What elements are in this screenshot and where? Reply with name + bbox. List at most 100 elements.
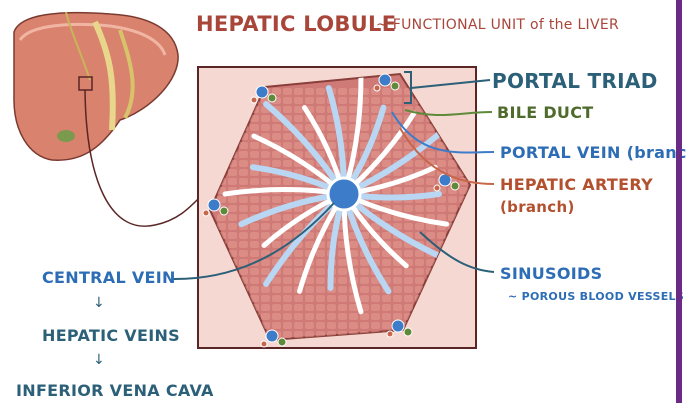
label-hepatic-veins: HEPATIC VEINS xyxy=(42,326,180,345)
portal-triad-vessel xyxy=(374,85,380,91)
hepatocyte-cell xyxy=(228,241,237,248)
hepatocyte-cell xyxy=(382,232,391,239)
hepatocyte-cell xyxy=(382,97,391,104)
hepatocyte-cell xyxy=(382,304,391,311)
hepatocyte-cell xyxy=(371,106,380,113)
hepatocyte-cell xyxy=(393,286,402,293)
hepatocyte-cell xyxy=(448,205,457,212)
hepatocyte-cell xyxy=(250,196,259,203)
hepatocyte-cell xyxy=(360,133,369,140)
hepatocyte-cell xyxy=(338,313,347,320)
hepatocyte-cell xyxy=(283,295,292,302)
hepatocyte-cell xyxy=(327,295,336,302)
hepatocyte-cell xyxy=(283,106,292,113)
hepatocyte-cell xyxy=(415,124,424,131)
hepatocyte-cell xyxy=(272,151,281,158)
hepatocyte-cell xyxy=(294,259,303,266)
hepatocyte-cell xyxy=(360,124,369,131)
hepatocyte-cell xyxy=(283,88,292,95)
hepatocyte-cell xyxy=(382,268,391,275)
hepatocyte-cell xyxy=(415,187,424,194)
hepatocyte-cell xyxy=(294,313,303,320)
portal-triad-vessel xyxy=(392,320,404,332)
hepatocyte-cell xyxy=(404,277,413,284)
hepatocyte-cell xyxy=(338,304,347,311)
hepatocyte-cell xyxy=(272,322,281,329)
hepatocyte-cell xyxy=(382,313,391,320)
hepatocyte-cell xyxy=(382,322,391,329)
hepatocyte-cell xyxy=(294,268,303,275)
hepatocyte-cell xyxy=(316,304,325,311)
hepatocyte-cell xyxy=(239,169,248,176)
hepatocyte-cell xyxy=(250,205,259,212)
hepatocyte-cell xyxy=(261,196,270,203)
hepatocyte-cell xyxy=(404,268,413,275)
hepatocyte-cell xyxy=(272,133,281,140)
hepatocyte-cell xyxy=(437,232,446,239)
hepatocyte-cell xyxy=(294,106,303,113)
hepatocyte-cell xyxy=(250,250,259,257)
portal-triad-vessel xyxy=(278,338,286,346)
portal-triad-vessel xyxy=(268,94,276,102)
hepatocyte-cell xyxy=(371,304,380,311)
purple-edge-bar xyxy=(676,0,682,403)
hepatocyte-cell xyxy=(283,196,292,203)
hepatocyte-cell xyxy=(305,133,314,140)
label-sinusoids-sub: ~ POROUS BLOOD VESSELS xyxy=(508,290,684,303)
hepatocyte-cell xyxy=(349,322,358,329)
hepatocyte-cell xyxy=(305,97,314,104)
hepatocyte-cell xyxy=(283,133,292,140)
hepatocyte-cell xyxy=(239,160,248,167)
hepatocyte-cell xyxy=(382,259,391,266)
label-portal-triad: PORTAL TRIAD xyxy=(492,69,658,93)
hepatocyte-cell xyxy=(327,304,336,311)
hepatocyte-cell xyxy=(228,232,237,239)
hepatocyte-cell xyxy=(305,304,314,311)
hepatocyte-cell xyxy=(382,88,391,95)
portal-triad-vessel xyxy=(261,341,267,347)
hepatocyte-cell xyxy=(228,196,237,203)
hepatocyte-cell xyxy=(382,214,391,221)
hepatocyte-cell xyxy=(261,268,270,275)
hepatocyte-cell xyxy=(316,286,325,293)
hepatocyte-cell xyxy=(239,241,248,248)
hepatocyte-cell xyxy=(283,286,292,293)
hepatocyte-cell xyxy=(404,250,413,257)
hepatocyte-cell xyxy=(371,97,380,104)
hepatocyte-cell xyxy=(349,97,358,104)
hepatocyte-cell xyxy=(272,124,281,131)
hepatocyte-cell xyxy=(393,268,402,275)
hepatocyte-cell xyxy=(250,232,259,239)
hepatocyte-cell xyxy=(404,286,413,293)
liver-illustration xyxy=(14,12,205,226)
hepatocyte-cell xyxy=(294,88,303,95)
hepatocyte-cell xyxy=(382,133,391,140)
hepatocyte-cell xyxy=(415,205,424,212)
hepatocyte-cell xyxy=(393,151,402,158)
portal-triad-vessel xyxy=(404,328,412,336)
hepatocyte-cell xyxy=(327,124,336,131)
hepatocyte-cell xyxy=(283,268,292,275)
hepatocyte-cell xyxy=(316,277,325,284)
hepatocyte-cell xyxy=(261,304,270,311)
hepatocyte-cell xyxy=(261,313,270,320)
hepatocyte-cell xyxy=(228,205,237,212)
label-sinusoids: SINUSOIDS xyxy=(500,264,602,283)
hepatocyte-cell xyxy=(360,322,369,329)
hepatocyte-cell xyxy=(426,178,435,185)
hepatocyte-cell xyxy=(415,268,424,275)
hepatocyte-cell xyxy=(261,115,270,122)
hepatocyte-cell xyxy=(294,142,303,149)
hepatocyte-cell xyxy=(393,313,402,320)
hepatocyte-cell xyxy=(250,223,259,230)
hepatocyte-cell xyxy=(393,187,402,194)
hepatocyte-cell xyxy=(426,205,435,212)
hepatocyte-cell xyxy=(283,142,292,149)
hepatocyte-cell xyxy=(283,97,292,104)
hepatocyte-cell xyxy=(305,277,314,284)
hepatocyte-cell xyxy=(239,205,248,212)
hepatocyte-cell xyxy=(261,232,270,239)
portal-triad-vessel xyxy=(256,86,268,98)
hepatocyte-cell xyxy=(250,124,259,131)
hepatocyte-cell xyxy=(294,331,303,338)
